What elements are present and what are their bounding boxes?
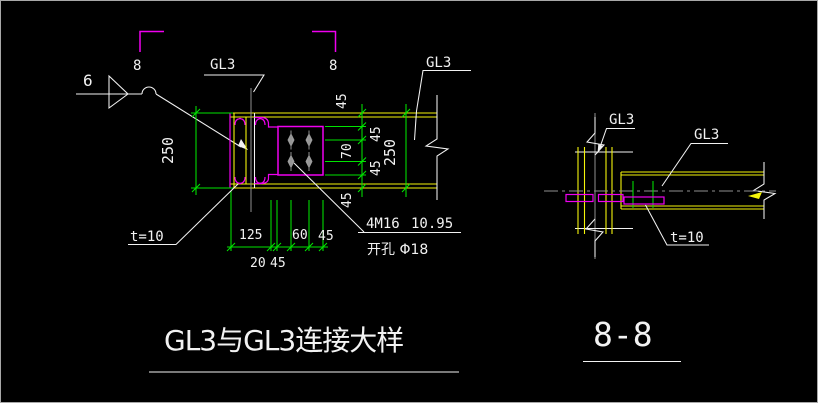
dim-label: 60 [292,228,308,243]
weld-fillets [234,117,266,185]
detail-title: GL3与GL3连接大样 [164,324,403,357]
dim-label: 125 [239,228,262,243]
leader-arrowhead [597,144,603,154]
section-plates [565,193,665,205]
beam-callout-right: GL3 [413,55,471,141]
dim-label: 250 [381,139,399,166]
beam-callout-top: GL3 [204,57,265,93]
member-break-top [585,117,606,156]
dim-label: 45 [335,93,350,109]
beam-break-symbol [751,162,777,219]
section-beam-callout: GL3 [661,127,728,187]
dim-label: 45 [369,126,384,142]
centerline-arrowhead [748,192,762,199]
dim-label: 45 [369,160,384,176]
dim-right-overall: 250 [381,104,411,197]
beam-label-top: GL3 [210,57,235,73]
bolt-note: 4M16 [366,216,400,232]
member-label: GL3 [609,112,634,128]
section-cut-marker-left: 8 [133,30,164,74]
section-cut-marker-right: 8 [312,30,337,74]
joint-end-plates [229,88,278,212]
member-break-bottom [584,218,605,257]
beam-flange-lines [230,112,437,189]
bolt-symbol [287,130,313,171]
section-cut-label-left: 8 [133,58,141,74]
beam-label-right: GL3 [426,55,451,71]
detail-view: 8 8 6 [76,30,471,373]
hole-note: 开孔 Φ18 [367,242,428,258]
section-cut-label-right: 8 [329,58,337,74]
plate-note: t=10 [670,230,704,246]
dim-label: 45 [318,229,334,244]
dim-label: 45 [270,256,286,271]
bolt-grade: 10.95 [411,216,453,232]
plate-note: t=10 [130,229,164,245]
dim-label: 250 [159,137,177,164]
splice-plate [277,125,324,176]
dim-depth-left: 250 [159,106,233,195]
weld-size-label: 6 [83,71,93,90]
section-title-block: 8-8 [583,315,681,363]
bolt-callout: 4M16 10.95 开孔 Φ18 [293,162,461,258]
beam-label: GL3 [694,127,719,143]
section-beam [544,162,777,219]
member-callout: GL3 [597,112,635,154]
detail-title-block: GL3与GL3连接大样 [149,324,459,373]
section-title: 8-8 [593,315,653,354]
dim-right-chain: 45 45 70 45 45 [325,93,384,208]
section-view: GL3 GL3 t=10 8-8 [544,112,777,363]
beam-break-symbol [424,95,450,200]
dim-bottom-chain: 125 60 45 20 45 [226,191,334,271]
dim-label: 70 [340,143,355,159]
dim-label: 45 [340,192,355,208]
plate-thickness-callout: t=10 [128,183,239,246]
dim-label: 20 [250,256,266,271]
section-plate-callout: t=10 [645,204,709,246]
